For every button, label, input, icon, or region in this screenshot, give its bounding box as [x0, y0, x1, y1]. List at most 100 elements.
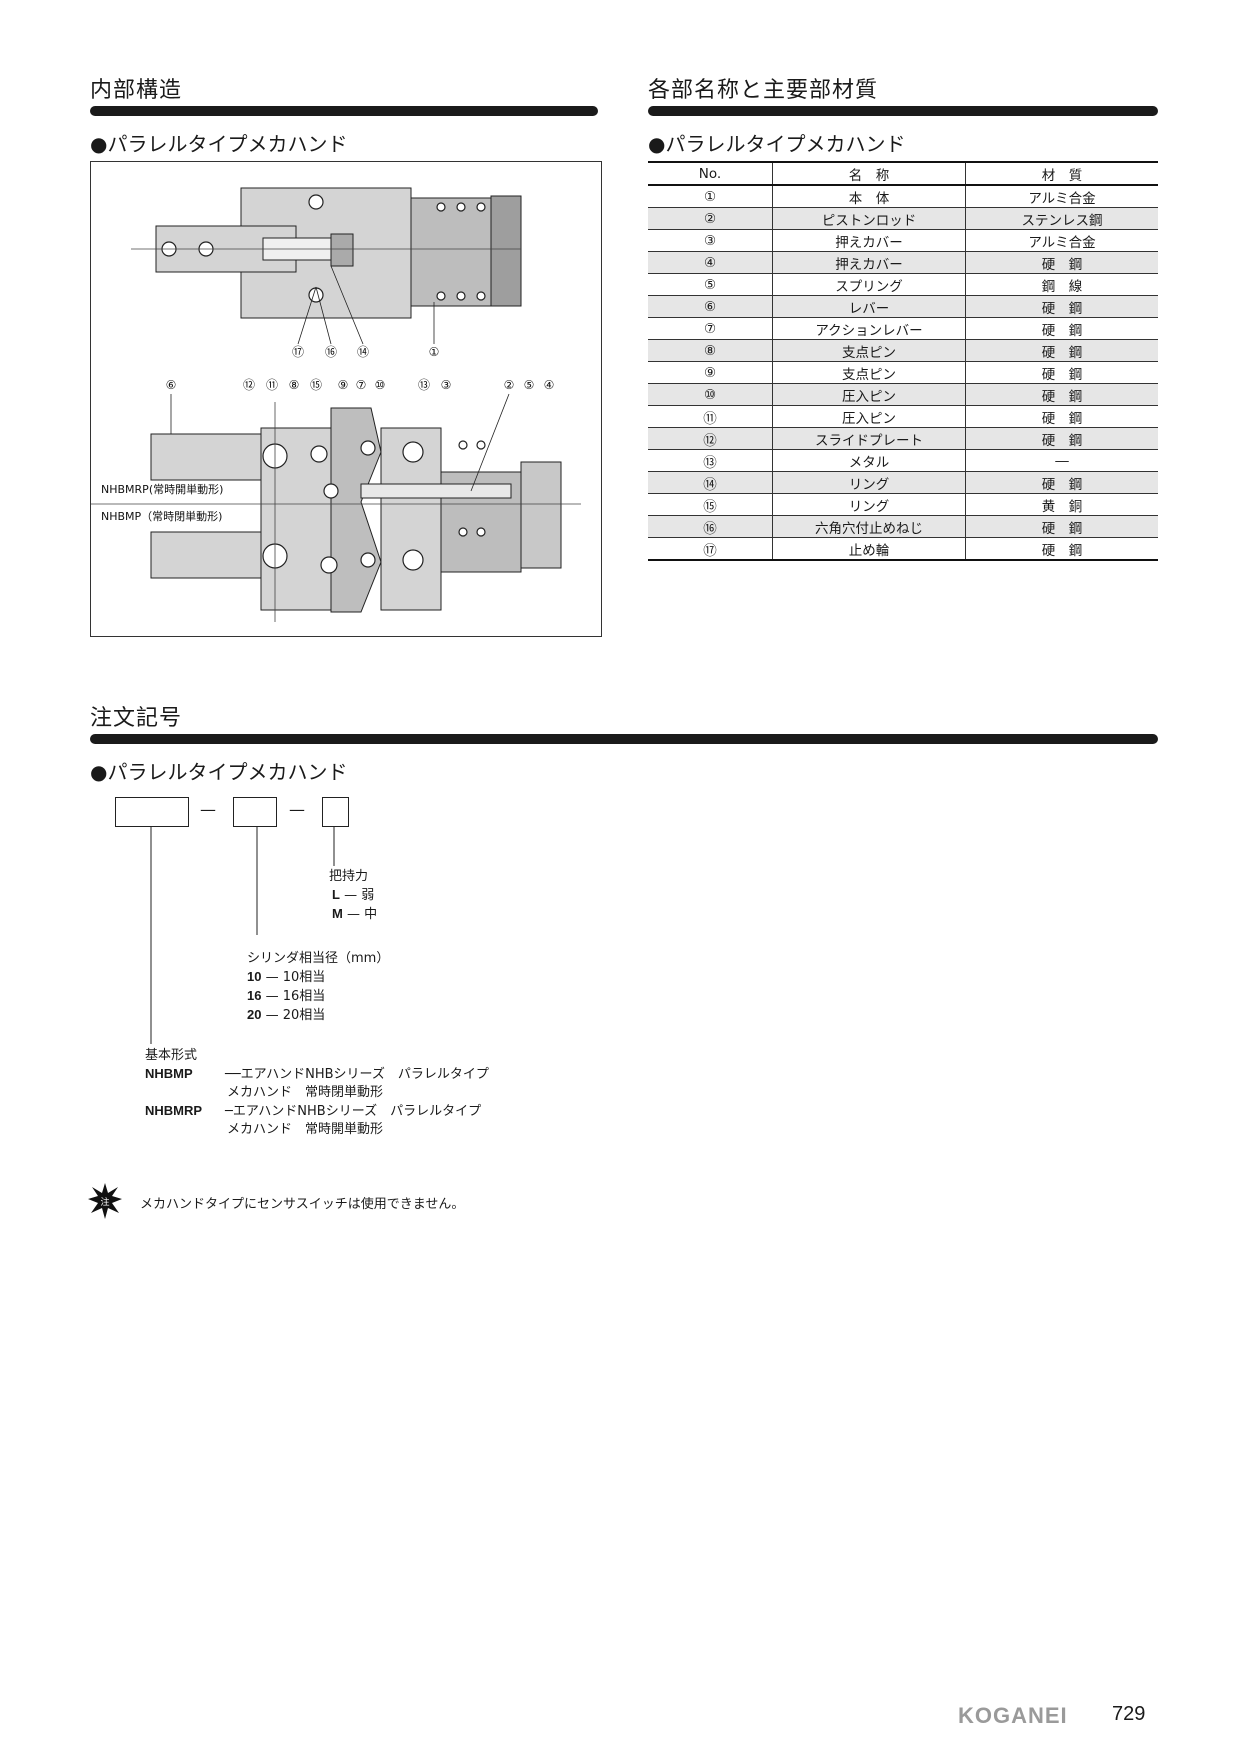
part-name: 押えカバー [772, 251, 966, 274]
caution-note-icon: 注 [88, 1183, 122, 1219]
bore-code: 20 [247, 1007, 262, 1022]
label-15: ⑮ [310, 378, 322, 392]
structure-title-bar [90, 106, 598, 116]
grip-option-m: M — 中 [332, 906, 378, 922]
order-box-grip [322, 797, 349, 827]
label-8: ⑧ [289, 378, 300, 392]
structure-title: 内部構造 [90, 78, 183, 103]
label-13: ⑬ [418, 378, 430, 392]
basic-model-label: 基本形式 [145, 1048, 198, 1063]
part-no: ⑫ [648, 427, 773, 450]
part-no: ③ [648, 229, 773, 252]
part-name: 支点ピン [772, 361, 966, 384]
structure-subtitle: ●パラレルタイプメカハンド [90, 132, 348, 156]
part-material: 硬 鋼 [965, 471, 1158, 494]
note-text: メカハンドタイプにセンサスイッチは使用できません。 [140, 1197, 465, 1212]
part-material: 黄 銅 [965, 493, 1158, 516]
order-dash-2: — [289, 800, 305, 819]
label-14: ⑭ [357, 345, 369, 359]
basic-model-code: NHBMRP [145, 1103, 203, 1118]
part-no: ⑯ [648, 515, 773, 538]
bore-code: 16 [247, 988, 262, 1003]
part-no: ⑰ [648, 537, 773, 561]
part-material: 硬 鋼 [965, 427, 1158, 450]
basic-model-code: NHBMP [145, 1066, 193, 1081]
part-material: 硬 鋼 [965, 383, 1158, 406]
top-block-shape [330, 233, 354, 267]
label-2: ② [504, 378, 515, 392]
basic-model-desc-line2: メカハンド 常時開単動形 [227, 1122, 384, 1137]
label-6: ⑥ [166, 378, 177, 392]
part-name: ピストンロッド [772, 207, 966, 230]
grip-code: M [332, 906, 343, 921]
part-no: ⑩ [648, 383, 773, 406]
grip-desc: 中 [364, 907, 378, 922]
bottom-end-cap-shape [520, 461, 562, 569]
part-name: スプリング [772, 273, 966, 296]
part-name: リング [772, 493, 966, 516]
part-material: 硬 鋼 [965, 361, 1158, 384]
part-name: 本 体 [772, 185, 966, 208]
part-no: ⑪ [648, 405, 773, 428]
part-material: アルミ合金 [965, 229, 1158, 252]
bore-desc: 16相当 [282, 989, 326, 1004]
part-material: ― [965, 449, 1158, 472]
part-material: 硬 鋼 [965, 317, 1158, 340]
label-3: ③ [441, 378, 452, 392]
basic-model-option-nhbmrp: NHBMRP ─エアハンドNHBシリーズ パラレルタイプ [145, 1102, 489, 1121]
part-name: メタル [772, 449, 966, 472]
brand-logo: KOGANEI [958, 1703, 1068, 1728]
basic-model-desc-line2: メカハンド 常時閉単動形 [227, 1085, 384, 1100]
col-name: 名 称 [772, 162, 966, 186]
part-material: 硬 鋼 [965, 537, 1158, 561]
part-name: 圧入ピン [772, 383, 966, 406]
label-16: ⑯ [325, 345, 337, 359]
label-5: ⑤ [524, 378, 535, 392]
internal-structure-diagram: ⑰ ⑯ ⑭ ① ⑥ ⑫ ⑪ ⑧ ⑮ ⑨ ⑦ ⑩ ⑬ ③ ② ⑤ ④ [90, 161, 602, 637]
part-material: 硬 鋼 [965, 339, 1158, 362]
col-no: No. [648, 162, 773, 186]
bore-desc: 10相当 [282, 970, 326, 985]
part-name: 支点ピン [772, 339, 966, 362]
order-title: 注文記号 [90, 706, 183, 731]
part-material: 硬 鋼 [965, 405, 1158, 428]
order-box-basic-model [115, 797, 189, 827]
part-no: ④ [648, 251, 773, 274]
label-4: ④ [544, 378, 555, 392]
part-material: 硬 鋼 [965, 251, 1158, 274]
part-no: ⑥ [648, 295, 773, 318]
part-no: ① [648, 185, 773, 208]
label-12: ⑫ [243, 378, 255, 392]
grip-option-l: L — 弱 [332, 887, 375, 903]
part-no: ⑬ [648, 449, 773, 472]
part-material: 硬 鋼 [965, 295, 1158, 318]
bottom-piston-rod-shape [360, 483, 512, 499]
order-dash-1: — [200, 800, 216, 819]
part-no: ⑦ [648, 317, 773, 340]
grip-label: 把持力 [329, 869, 369, 884]
part-no: ⑤ [648, 273, 773, 296]
part-name: 止め輪 [772, 537, 966, 561]
part-no: ⑭ [648, 471, 773, 494]
basic-model-desc: ─エアハンドNHBシリーズ パラレルタイプ [225, 1104, 482, 1119]
part-material: 硬 鋼 [965, 515, 1158, 538]
part-name: 六角穴付止めねじ [772, 515, 966, 538]
label-1: ① [429, 345, 440, 359]
order-box-bore [233, 797, 277, 827]
bore-desc: 20相当 [282, 1008, 326, 1023]
label-9: ⑨ [338, 378, 349, 392]
part-name: スライドプレート [772, 427, 966, 450]
